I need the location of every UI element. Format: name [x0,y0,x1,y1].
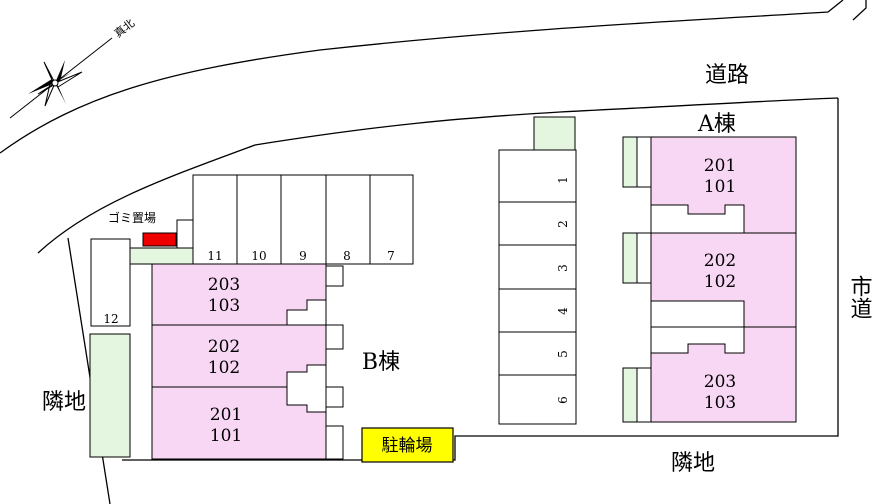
parking-space-10: 10 [251,249,266,263]
parking-space-7: 7 [387,249,395,263]
bicycle-parking [361,427,454,463]
parking-space-8: 8 [343,249,351,263]
road-edge-right [852,0,867,21]
parking-space-12-box [90,238,131,327]
building-a-unit-1-lower: 101 [704,177,736,197]
road-edge-south [37,97,839,254]
building-a-unit-2-lower: 102 [704,272,736,292]
building-a-unit-2-upper: 202 [704,251,736,271]
parking-space-6: 6 [556,396,570,404]
building-a-unit-3-upper: 203 [704,372,736,392]
neighbor-bottom-label: 隣地 [671,451,715,476]
parking-space-9: 9 [299,249,307,263]
building-a-unit-3-lower: 103 [704,393,736,413]
garbage-box-outline [176,219,194,249]
bicycle-label: 駐輪場 [382,436,433,456]
building-b-unit-3-upper: 201 [210,405,242,425]
parking-space-4: 4 [556,307,570,315]
building-b: 203 103 202 102 201 101 [151,263,344,460]
building-b-unit-1-upper: 203 [208,275,240,295]
building-b-label: B棟 [362,350,400,375]
building-b-unit-1-lower: 103 [208,296,240,316]
building-b-unit-3-lower: 101 [210,426,242,446]
parking-space-11: 11 [207,249,222,263]
road-label: 道路 [705,63,749,88]
site-boundary [67,98,839,504]
building-a-label: A棟 [697,112,736,137]
parking-top-row: 11 10 9 8 7 [192,174,414,265]
parking-space-3: 3 [556,264,570,272]
neighbor-left-label: 隣地 [42,390,86,415]
parking-space-5: 5 [556,350,570,358]
compass-label: 真北 [111,16,137,41]
green-strip-a-top [533,116,576,151]
road-edge-north [0,0,844,154]
compass: 真北 [9,16,137,119]
parking-space-12: 12 [103,312,118,326]
building-b-unit-2-upper: 202 [208,337,240,357]
green-strip-left [89,333,131,458]
garbage-label: ゴミ置場 [108,210,156,225]
parking-space-1: 1 [556,176,570,184]
garbage-area [142,232,177,247]
building-a-unit-1-upper: 201 [704,156,736,176]
city-road-label: 市道 [847,275,873,319]
parking-right-column: 1 2 3 4 5 6 [498,149,577,425]
building-b-unit-2-lower: 102 [208,358,240,378]
parking-space-2: 2 [556,220,570,228]
building-a: 201 101 202 102 203 103 [622,136,797,423]
